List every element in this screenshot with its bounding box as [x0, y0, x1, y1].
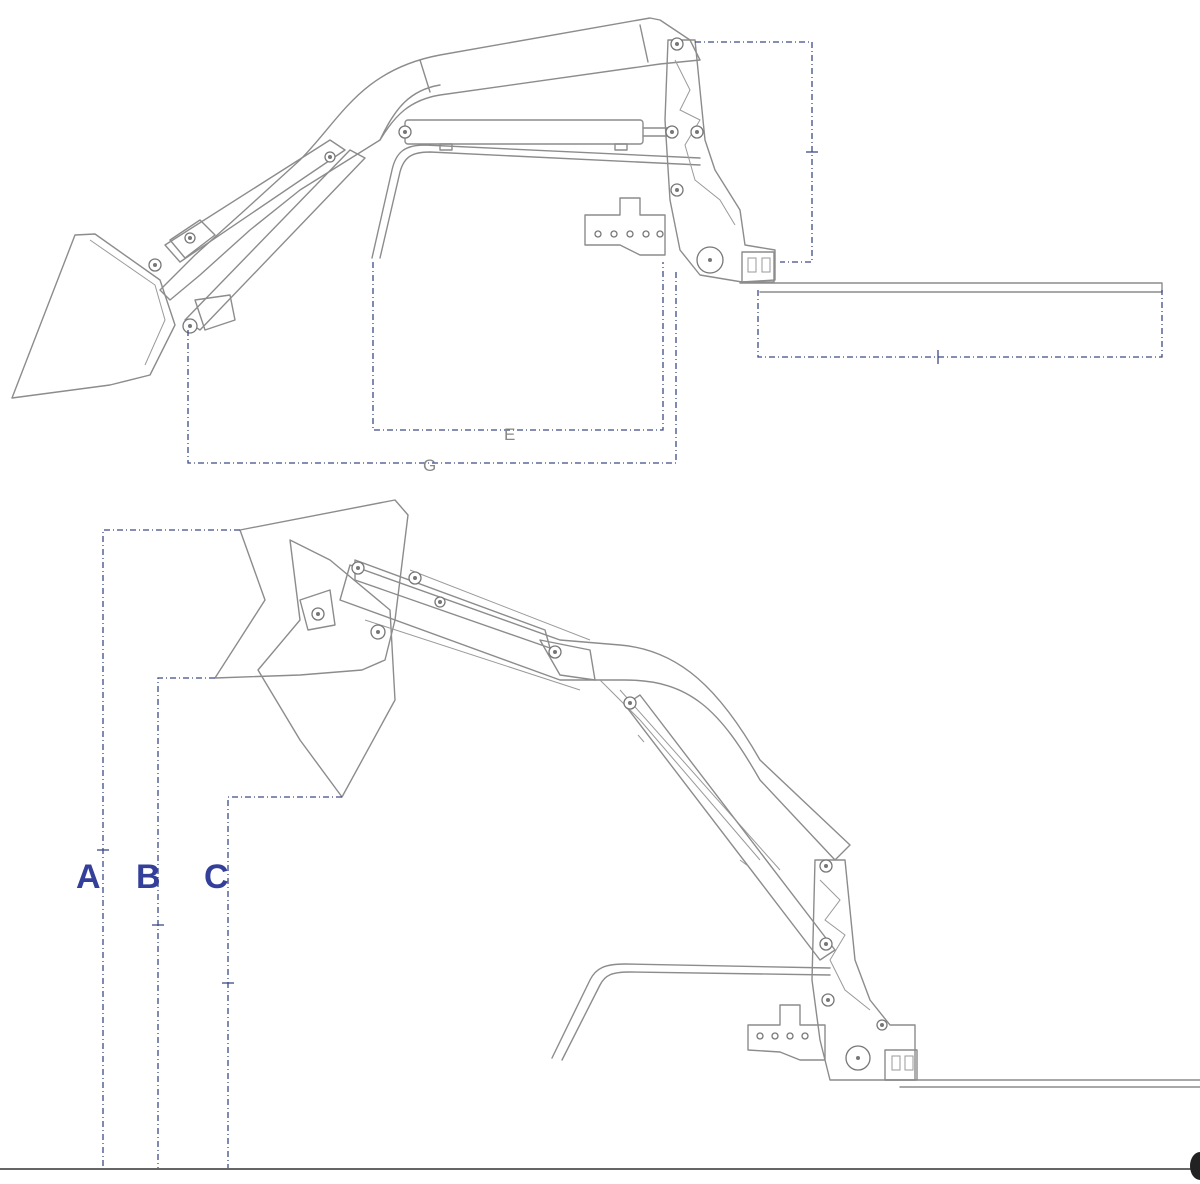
mounting-bracket: [584, 197, 666, 256]
boom-arm: [159, 17, 701, 301]
raised-loader-view: A B C: [0, 499, 1200, 1180]
frame-rail: [739, 282, 1163, 293]
dimension-lines-top: [187, 41, 1163, 464]
lift-cylinder-raised-rod: [637, 734, 749, 867]
bucket-raised-curled: [214, 499, 409, 679]
mast-frame-raised-inner: [819, 879, 871, 1011]
dim-e-label: E: [504, 425, 515, 444]
mounting-bracket-raised: [747, 1004, 826, 1061]
cylinder-mount-a: [439, 143, 453, 151]
lowered-loader-view: E G: [11, 17, 1163, 475]
boom-arm-inner: [379, 24, 649, 141]
mast-frame: [664, 39, 776, 283]
dimension-lines-raised: [97, 529, 342, 1168]
pivot-pins-top: [148, 37, 724, 334]
dim-g-label: G: [423, 456, 436, 475]
dim-b: [157, 677, 215, 1168]
bracket-holes: [594, 230, 664, 238]
dim-g: [187, 272, 677, 464]
latch-slot-raised-a: [891, 1055, 901, 1071]
bucket-lowered: [11, 233, 176, 399]
latch-block: [741, 251, 775, 283]
wheel-edge: [1190, 1152, 1200, 1180]
mast-frame-raised: [811, 859, 916, 1081]
pivot-pins-raised: [311, 561, 888, 1071]
dim-b-label: B: [136, 858, 161, 896]
dim-height-lowered: [695, 41, 813, 263]
hood-rail: [371, 144, 701, 259]
dim-a: [102, 529, 240, 1168]
latch-slot-b: [761, 257, 771, 273]
link-plate: [169, 219, 236, 331]
latch-slot-raised-b: [904, 1055, 914, 1071]
cylinder-mount-b: [614, 143, 628, 151]
dim-c: [227, 796, 342, 1168]
latch-block-raised: [884, 1049, 918, 1081]
bracket-holes-raised: [756, 1032, 809, 1040]
bucket-lowered-inner: [89, 239, 166, 366]
latch-slot-a: [747, 257, 757, 273]
dim-c-label: C: [204, 858, 229, 896]
hood-rail-raised: [551, 963, 831, 1061]
bucket-raised-dumped: [257, 539, 396, 798]
link-plate-raised: [299, 589, 596, 681]
frame-rail-raised: [884, 1079, 1200, 1088]
lift-cylinder-raised: [624, 694, 836, 961]
tilt-link: [164, 139, 346, 263]
dim-a-label: A: [76, 858, 101, 896]
boom-arm-raised: [339, 564, 851, 861]
boom-arm-raised-inner: [364, 569, 781, 871]
dim-e: [372, 262, 664, 431]
mast-frame-inner: [674, 59, 736, 226]
dim-frame-depth: [757, 290, 1163, 358]
lift-cylinder-body: [404, 119, 644, 145]
